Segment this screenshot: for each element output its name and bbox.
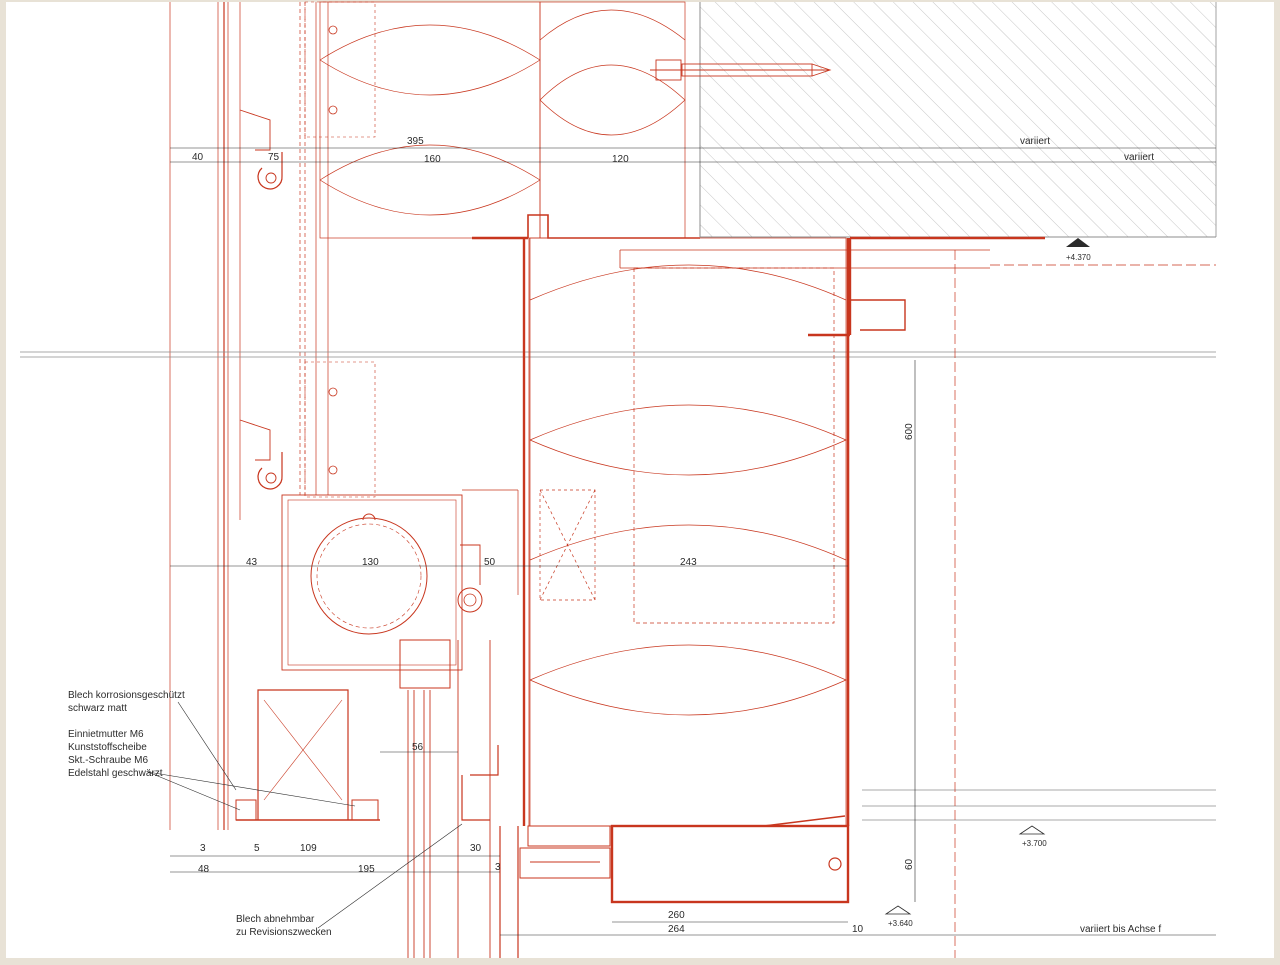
main-post <box>472 214 1045 826</box>
level-texts: +4.370 +3.700 +3.640 <box>888 253 1091 928</box>
note-blech-2: schwarz matt <box>68 703 127 714</box>
dim-120: 120 <box>612 154 629 165</box>
dim-56: 56 <box>412 742 424 753</box>
note-blech-1: Blech korrosionsgeschützt <box>68 690 185 701</box>
level-3640: +3.640 <box>888 919 913 928</box>
access-panel <box>235 689 380 821</box>
annotation-notes: Blech korrosionsgeschützt schwarz matt E… <box>68 690 332 938</box>
note-niet-2: Kunststoffscheibe <box>68 742 147 753</box>
dim-395: 395 <box>407 136 424 147</box>
dim-264: 264 <box>668 924 685 935</box>
level-3700: +3.700 <box>1022 839 1047 848</box>
dim-10: 10 <box>852 924 864 935</box>
dim-variiert-1: variiert <box>1020 136 1050 147</box>
dim-3b: 3 <box>495 862 501 873</box>
roller-blind-box <box>281 489 519 689</box>
facade-layers <box>169 1 376 830</box>
dim-30: 30 <box>470 843 482 854</box>
level-4370: +4.370 <box>1066 253 1091 262</box>
dim-40: 40 <box>192 152 204 163</box>
dim-3: 3 <box>200 843 206 854</box>
dimension-lines <box>170 147 1216 936</box>
dim-260: 260 <box>668 910 685 921</box>
reference-lines <box>954 250 1216 958</box>
dim-600: 600 <box>904 423 915 440</box>
dim-109: 109 <box>300 843 317 854</box>
dim-5: 5 <box>254 843 260 854</box>
dim-50: 50 <box>484 557 496 568</box>
leader-lines <box>147 701 463 929</box>
window-mullion <box>407 640 499 958</box>
dim-60: 60 <box>904 858 915 870</box>
dim-48: 48 <box>198 864 210 875</box>
level-markers <box>884 238 1090 915</box>
dim-195: 195 <box>358 864 375 875</box>
anchor-bolt <box>650 59 832 81</box>
dim-variiert-achse: variiert bis Achse f <box>1080 924 1161 935</box>
section-break <box>20 351 1216 358</box>
bottom-frame <box>499 789 1216 958</box>
dim-75: 75 <box>268 152 280 163</box>
note-niet-1: Einnietmutter M6 <box>68 729 144 740</box>
dim-43: 43 <box>246 557 258 568</box>
dim-160: 160 <box>424 154 441 165</box>
note-abnehm-2: zu Revisionszwecken <box>236 927 332 938</box>
note-abnehm-1: Blech abnehmbar <box>236 914 315 925</box>
dim-130: 130 <box>362 557 379 568</box>
concrete-slab <box>699 2 1217 238</box>
dimension-texts: 395 40 75 160 120 variiert variiert 600 … <box>192 136 1161 935</box>
dim-243: 243 <box>680 557 697 568</box>
dim-variiert-2: variiert <box>1124 152 1154 163</box>
note-niet-3: Skt.-Schraube M6 <box>68 755 148 766</box>
note-niet-4: Edelstahl geschwärzt <box>68 768 163 779</box>
